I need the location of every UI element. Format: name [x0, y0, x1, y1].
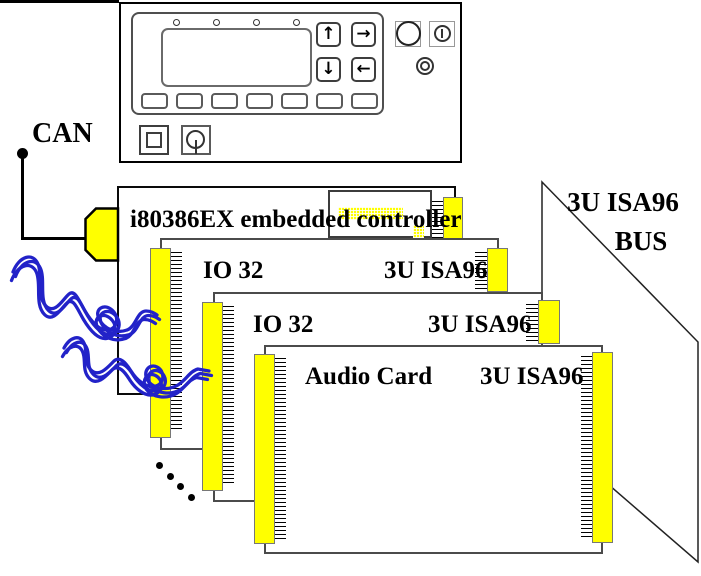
edge-connector: [487, 248, 508, 292]
connector-pins: [526, 304, 538, 344]
panel-faceplate: ↑ → ↓ ←: [131, 12, 384, 115]
more-cards-ellipsis-dot: [156, 462, 163, 469]
operator-panel: ↑ → ↓ ←: [119, 2, 462, 163]
status-led: [173, 19, 180, 26]
audio-card-label: Audio Card: [305, 363, 433, 390]
function-key: [141, 93, 168, 109]
lcd-display: [161, 28, 312, 87]
function-key: [176, 93, 203, 109]
edge-connector: [592, 352, 613, 543]
can-connector-octagon: [84, 207, 120, 262]
stop-button-inner: [146, 132, 162, 148]
key-lock-slot: [441, 29, 443, 38]
can-bus-line-horizontal: [0, 0, 119, 3]
connector-pins: [432, 201, 443, 239]
up-arrow-button: ↑: [316, 22, 341, 47]
function-key: [351, 93, 378, 109]
backplane-label-line1: 3U ISA96: [567, 187, 679, 217]
right-arrow-button: →: [351, 22, 376, 47]
io-card-1-label: IO 32: [203, 257, 264, 284]
round-button: [396, 21, 421, 46]
connector-pins: [171, 252, 182, 432]
can-bus-line-to-card: [21, 237, 86, 240]
module-connector: [338, 207, 403, 220]
backplane-label-line2: BUS: [614, 226, 668, 256]
module-connector-small: [413, 225, 424, 238]
connector-pins: [581, 356, 592, 539]
io-connector: [254, 354, 275, 544]
function-key: [211, 93, 238, 109]
function-key: [246, 93, 273, 109]
status-led: [293, 19, 300, 26]
function-key: [281, 93, 308, 109]
io-connector: [202, 302, 223, 491]
more-cards-ellipsis-dot: [167, 473, 174, 480]
connector-pins: [275, 358, 286, 539]
can-bus-label: CAN: [32, 118, 93, 149]
edge-connector: [538, 300, 560, 344]
down-arrow-button: ↓: [316, 57, 341, 82]
status-led: [213, 19, 220, 26]
left-arrow-button: ←: [351, 57, 376, 82]
io-card-2-label: IO 32: [253, 311, 314, 338]
io-card-2-bus-label: 3U ISA96: [428, 311, 532, 338]
io-connector: [150, 248, 171, 438]
function-key: [316, 93, 343, 109]
can-bus-junction-dot: [17, 148, 28, 159]
connector-pins: [223, 306, 234, 486]
more-cards-ellipsis-dot: [177, 483, 184, 490]
audio-card-bus-label: 3U ISA96: [480, 363, 584, 390]
buzzer-icon-inner: [420, 61, 430, 71]
status-led: [253, 19, 260, 26]
io-card-1-bus-label: 3U ISA96: [384, 257, 488, 284]
key-switch-stem: [195, 140, 197, 154]
can-bus-line-vertical: [21, 154, 24, 240]
cpu-card-title: i80386EX embedded controller: [130, 206, 462, 233]
more-cards-ellipsis-dot: [188, 494, 195, 501]
connector-pins: [475, 252, 487, 292]
